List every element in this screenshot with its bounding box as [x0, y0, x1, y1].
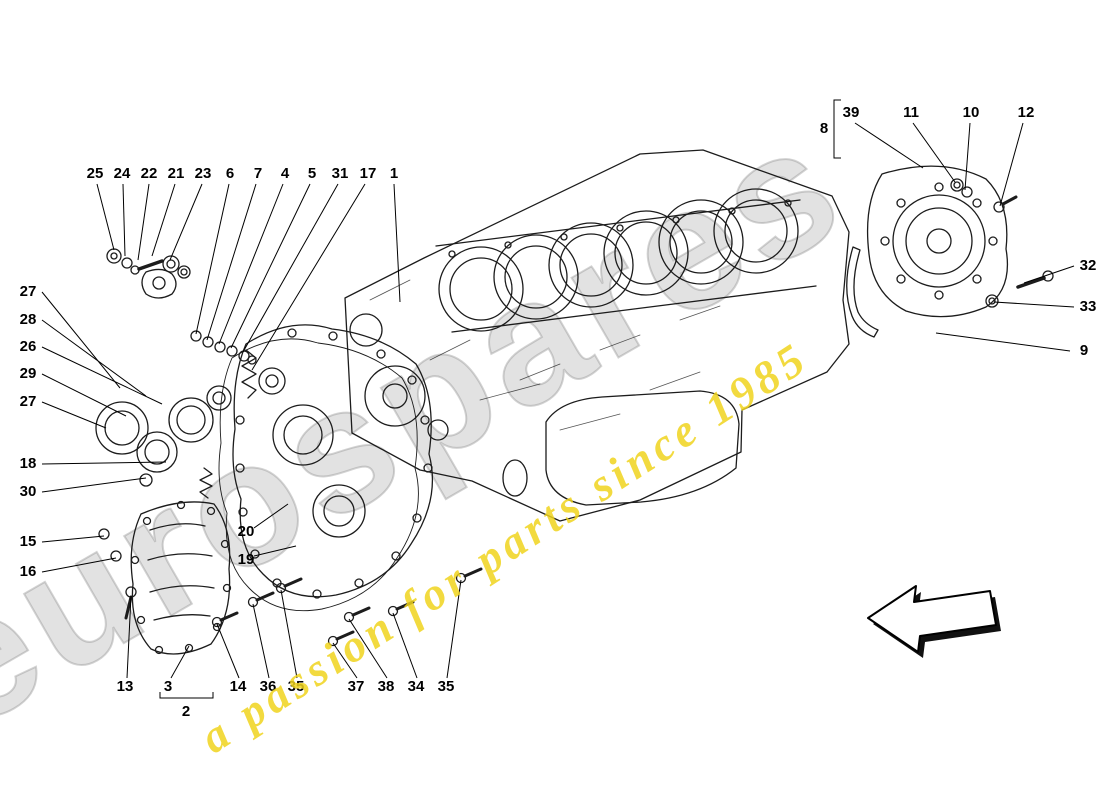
callout-label-36: 36 — [260, 678, 277, 695]
top-left-fittings — [106, 248, 191, 299]
leader-line-27 — [41, 401, 107, 429]
leader-line-19 — [253, 545, 297, 557]
callout-label-24: 24 — [114, 165, 131, 182]
leader-line-28 — [41, 319, 147, 397]
leader-line-35 — [280, 589, 298, 679]
callout-label-31: 31 — [332, 165, 349, 182]
callout-label-27: 27 — [20, 393, 37, 410]
callout-label-39: 39 — [843, 104, 860, 121]
callout-label-14: 14 — [230, 678, 247, 695]
front-lower-cover — [98, 500, 232, 655]
leader-line-33 — [993, 301, 1075, 308]
callout-label-33: 33 — [1080, 298, 1097, 315]
leader-line-6 — [195, 183, 230, 335]
callout-label-12: 12 — [1018, 104, 1035, 121]
leader-line-37 — [332, 642, 358, 679]
leader-line-27 — [41, 291, 121, 389]
leader-line-32 — [1023, 265, 1075, 284]
callout-label-1: 1 — [390, 165, 398, 182]
callout-label-35: 35 — [288, 678, 305, 695]
leader-line-36 — [252, 603, 270, 679]
leader-line-3 — [170, 645, 190, 679]
leader-line-34 — [392, 612, 418, 679]
leader-line-10 — [964, 122, 971, 191]
cover-bolt-holes — [235, 328, 433, 599]
callout-label-25: 25 — [87, 165, 104, 182]
leader-line-20 — [253, 503, 289, 529]
callout-label-3: 3 — [164, 678, 172, 695]
leader-line-29 — [41, 373, 127, 417]
callout-label-26: 26 — [20, 338, 37, 355]
callout-label-11: 11 — [903, 104, 919, 121]
callout-label-10: 10 — [963, 104, 980, 121]
leader-line-31 — [242, 183, 339, 353]
engine-block — [344, 149, 850, 522]
timing-cover — [199, 324, 434, 612]
leader-line-18 — [41, 461, 167, 465]
callout-label-16: 16 — [20, 563, 37, 580]
leader-line-38 — [348, 618, 388, 679]
leader-line-12 — [999, 122, 1024, 207]
callout-label-20: 20 — [238, 523, 255, 540]
callout-label-7: 7 — [254, 165, 262, 182]
leader-line-5 — [230, 183, 311, 349]
leader-line-35 — [446, 579, 462, 679]
leader-line-7 — [206, 183, 257, 341]
callout-label-35: 35 — [438, 678, 455, 695]
leader-line-4 — [218, 183, 284, 345]
leader-line-13 — [126, 595, 132, 679]
callout-label-27: 27 — [20, 283, 37, 300]
callout-label-30: 30 — [20, 483, 37, 500]
leader-line-9 — [935, 332, 1071, 352]
callout-label-13: 13 — [117, 678, 134, 695]
callout-label-32: 32 — [1080, 257, 1097, 274]
callout-label-18: 18 — [20, 455, 37, 472]
callout-label-17: 17 — [360, 165, 377, 182]
leader-line-15 — [41, 535, 105, 543]
rear-cover — [846, 165, 1054, 338]
callout-bracket-0 — [159, 692, 214, 699]
callout-label-21: 21 — [168, 165, 185, 182]
leader-line-1 — [393, 183, 401, 303]
leader-line-14 — [216, 623, 240, 679]
callout-label-22: 22 — [141, 165, 158, 182]
seal-rings — [95, 330, 250, 487]
leader-line-30 — [41, 477, 147, 493]
callout-label-4: 4 — [281, 165, 290, 182]
leader-line-39 — [854, 122, 924, 169]
leader-line-24 — [122, 183, 126, 257]
leader-line-22 — [137, 183, 150, 261]
callout-label-6: 6 — [226, 165, 234, 182]
callout-label-8: 8 — [820, 120, 828, 137]
leader-line-11 — [912, 122, 956, 183]
leader-line-16 — [41, 557, 117, 573]
callout-label-2: 2 — [182, 703, 190, 720]
leader-line-23 — [169, 183, 203, 261]
direction-arrow — [867, 585, 1001, 658]
leader-line-21 — [151, 183, 176, 257]
leader-line-26 — [41, 346, 163, 405]
bottom-fasteners — [211, 567, 483, 647]
leader-line-25 — [96, 183, 115, 251]
callout-label-29: 29 — [20, 365, 37, 382]
leader-line-17 — [251, 183, 366, 371]
callout-label-28: 28 — [20, 311, 37, 328]
callout-label-5: 5 — [308, 165, 316, 182]
callout-label-34: 34 — [408, 678, 425, 695]
callout-label-15: 15 — [20, 533, 37, 550]
callout-label-19: 19 — [238, 551, 255, 568]
callout-bracket-1 — [833, 99, 841, 159]
callout-label-37: 37 — [348, 678, 365, 695]
callout-label-9: 9 — [1080, 342, 1088, 359]
callout-label-38: 38 — [378, 678, 395, 695]
callout-label-23: 23 — [195, 165, 212, 182]
